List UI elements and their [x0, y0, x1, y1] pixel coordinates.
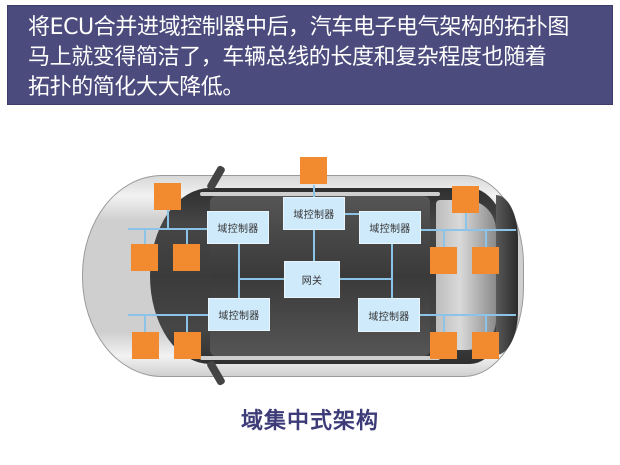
wire — [421, 229, 516, 231]
ecu-box — [154, 183, 181, 210]
wire — [313, 185, 315, 197]
domain-controller-rear-left: 域控制器 — [208, 298, 270, 331]
gateway-box: 网关 — [284, 261, 340, 298]
domain-controller-top-center: 域控制器 — [283, 197, 345, 230]
domain-controller-rear-right: 域控制器 — [358, 298, 420, 332]
wire — [238, 244, 240, 298]
ecu-box — [173, 244, 200, 271]
domain-controller-front-right: 域控制器 — [359, 211, 421, 244]
ecu-box — [430, 332, 457, 359]
wire — [340, 278, 392, 280]
tail-edge — [496, 195, 518, 355]
banner-line-3: 拓扑的简化大大降低。 — [28, 75, 245, 100]
banner-line-1: 将ECU合并进域控制器中后，汽车电子电气架构的拓扑图 — [28, 15, 569, 40]
ecu-box — [131, 244, 158, 271]
wire — [186, 314, 188, 332]
ecu-box — [452, 186, 479, 213]
wire — [167, 210, 169, 229]
wire — [465, 212, 467, 230]
ecu-box — [132, 332, 159, 359]
domain-controller-front-left: 域控制器 — [207, 211, 269, 244]
wire — [420, 314, 516, 316]
wire — [485, 229, 487, 247]
wire — [485, 314, 487, 332]
wire — [186, 228, 188, 244]
description-banner: 将ECU合并进域控制器中后，汽车电子电气架构的拓扑图 马上就变得简洁了，车辆总线… — [7, 5, 613, 105]
roof-rail-bottom — [200, 356, 440, 360]
wire — [345, 213, 359, 215]
ecu-box — [472, 332, 499, 359]
banner-line-2: 马上就变得简洁了，车辆总线的长度和复杂程度也随着 — [28, 45, 547, 70]
wire — [144, 314, 146, 332]
wire — [313, 230, 315, 261]
wire — [391, 244, 393, 298]
wire — [128, 314, 208, 316]
roof-rail-top — [200, 192, 440, 196]
wire — [443, 229, 445, 247]
ecu-box — [174, 332, 201, 359]
wire — [144, 228, 146, 244]
wire — [443, 314, 445, 332]
ecu-box — [430, 247, 457, 274]
diagram-caption: 域集中式架构 — [240, 409, 379, 434]
ecu-box — [472, 247, 499, 274]
wire — [238, 278, 284, 280]
ecu-box — [300, 157, 327, 184]
wire — [128, 228, 208, 230]
